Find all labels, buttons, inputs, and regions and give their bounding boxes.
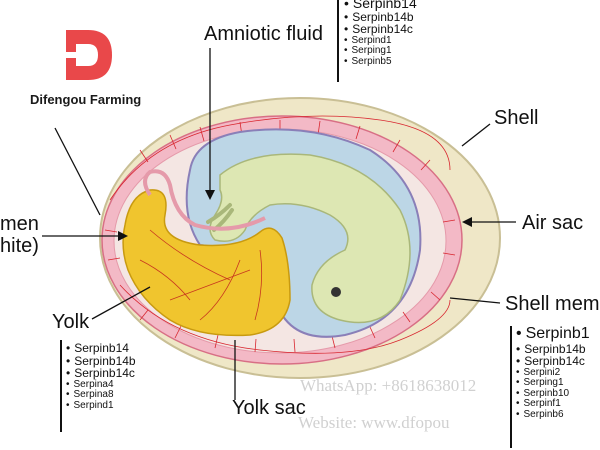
leader-lines (42, 48, 516, 400)
list-item: Serpind1 (66, 400, 136, 412)
yolk-sac-rim (143, 169, 266, 231)
label-albumen-top: men (0, 213, 39, 235)
list-item: Serpinb14 (344, 0, 417, 11)
list-item: Serpina4 (66, 379, 136, 391)
embryo-eye (331, 287, 341, 297)
yolk-list-bar (60, 340, 62, 432)
shell-membrane-list-bar (510, 326, 512, 448)
yolk-vessels (139, 229, 263, 321)
list-item: Serping1 (516, 378, 590, 389)
brand-name: Difengou Farming (30, 92, 142, 107)
list-item: Serpinb14b (344, 11, 417, 24)
list-item: Serping1 (344, 46, 417, 57)
amniotic-protein-list: Serpinb14 Serpinb14b Serpinb14c Serpind1… (344, 0, 417, 67)
membrane-vessels (104, 115, 456, 354)
label-yolk: Yolk (52, 311, 90, 333)
list-item: Serpinb14c (344, 23, 417, 36)
list-item: Serpinb10 (516, 388, 590, 400)
yolk-protein-list: Serpinb14 Serpinb14b Serpinb14c Serpina4… (66, 342, 136, 411)
list-item: Serpinb1 (516, 325, 590, 343)
label-amniotic-fluid: Amniotic fluid (204, 23, 323, 45)
list-item: Serpinf1 (516, 399, 590, 410)
list-item: Serpinb14b (66, 354, 135, 368)
watermark-whatsapp: WhatsApp: +8618638012 (300, 376, 477, 395)
list-item: Serpinb5 (344, 56, 417, 68)
list-item: Serpinb14 (66, 342, 136, 355)
list-item: Serpinb14c (66, 367, 136, 380)
amniotic-list-bar (337, 0, 339, 82)
list-item: Serpini2 (516, 367, 590, 379)
arrowhead-albumen (118, 231, 128, 241)
list-item: Serpind1 (344, 35, 417, 47)
label-albumen-bottom: hite) (0, 235, 39, 257)
label-yolk-sac: Yolk sac (232, 397, 306, 419)
embryo (209, 153, 411, 324)
label-shell-membrane: Shell mem (505, 293, 600, 315)
list-item: Serpinb14b (516, 343, 590, 356)
list-item: Serpinb14c (516, 355, 590, 368)
yolk-mass (122, 189, 291, 337)
watermark-website: Website: www.dfopou (298, 413, 450, 432)
label-shell: Shell (494, 107, 539, 129)
label-air-sac: Air sac (522, 212, 584, 234)
list-item: Serpina8 (66, 390, 136, 401)
arrowhead-air-sac (462, 217, 472, 227)
brand-logo (60, 30, 112, 80)
shell-membrane-protein-list: Serpinb1 Serpinb14b Serpinb14c Serpini2 … (516, 325, 590, 421)
arrowhead-amniotic (205, 190, 215, 200)
list-item: Serpinb6 (516, 409, 590, 421)
